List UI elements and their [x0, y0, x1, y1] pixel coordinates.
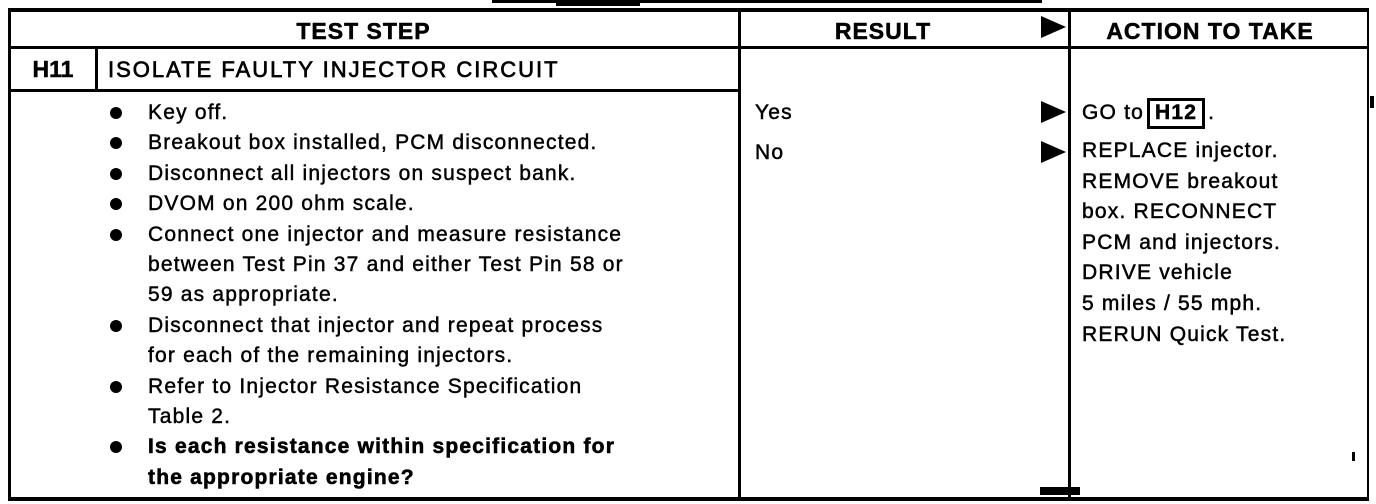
bullet-item: DVOM on 200 ohm scale.	[11, 189, 738, 219]
bullet-item: Connect one injector and measure resista…	[11, 220, 738, 311]
bullet-icon	[110, 167, 122, 180]
bullet-icon	[110, 107, 122, 119]
bullet-item: Breakout box installed, PCM disconnected…	[11, 128, 738, 158]
scan-artifact	[556, 0, 640, 6]
bullet-icon	[110, 319, 122, 332]
scan-artifact	[1352, 452, 1355, 461]
bullet-text: Disconnect that injector and repeat proc…	[148, 313, 604, 368]
bullet-icon	[110, 228, 122, 241]
bullet-item: Key off.	[11, 98, 738, 128]
test-step-bullets: Key off. Breakout box installed, PCM dis…	[11, 98, 738, 493]
bullet-text: Is each resistance within specification …	[148, 435, 616, 489]
column-divider-test-result	[738, 12, 741, 497]
step-id: H11	[32, 56, 74, 83]
bullet-icon	[110, 198, 122, 211]
column-divider-result-action	[1068, 12, 1071, 497]
bullet-item: Disconnect that injector and repeat proc…	[11, 311, 738, 372]
step-title: ISOLATE FAULTY INJECTOR CIRCUIT	[108, 57, 560, 83]
result-arrow-yes-icon	[1041, 101, 1066, 123]
header-result: RESULT	[834, 18, 932, 45]
result-arrow-icon	[1041, 16, 1066, 38]
bullet-item: Refer to Injector Resistance Specificati…	[11, 372, 738, 433]
bullet-icon	[110, 137, 122, 150]
bullet-item: Is each resistance within specification …	[11, 432, 738, 493]
bullet-text: DVOM on 200 ohm scale.	[148, 192, 415, 216]
scan-artifact	[492, 0, 1042, 3]
bullet-text: Refer to Injector Resistance Specificati…	[148, 374, 583, 429]
diagnostic-table: TEST STEP RESULT ACTION TO TAKE H11 ISOL…	[8, 8, 1369, 501]
step-id-divider	[95, 49, 98, 89]
step-reference-box: H12	[1147, 98, 1206, 129]
bullet-icon	[110, 441, 122, 454]
bullet-text: Key off.	[148, 101, 229, 124]
bullet-text: Disconnect all injectors on suspect bank…	[148, 161, 577, 185]
bullet-text: Breakout box installed, PCM disconnected…	[148, 131, 598, 155]
action-yes-post: .	[1208, 101, 1216, 125]
bullet-icon	[110, 380, 122, 393]
scan-artifact	[1370, 96, 1374, 108]
action-yes-pre: GO to	[1082, 101, 1145, 125]
result-label-yes: Yes	[755, 101, 793, 125]
bullet-text: Connect one injector and measure resista…	[148, 222, 624, 307]
header-test-step: TEST STEP	[296, 18, 431, 45]
header-action: ACTION TO TAKE	[1106, 18, 1314, 45]
result-label-no: No	[755, 141, 785, 165]
table-header-row: TEST STEP RESULT ACTION TO TAKE	[11, 12, 1367, 49]
result-arrow-no-icon	[1041, 141, 1066, 163]
step-id-row: H11 ISOLATE FAULTY INJECTOR CIRCUIT	[11, 49, 738, 92]
bullet-item: Disconnect all injectors on suspect bank…	[11, 159, 738, 189]
scan-artifact	[1040, 487, 1080, 495]
